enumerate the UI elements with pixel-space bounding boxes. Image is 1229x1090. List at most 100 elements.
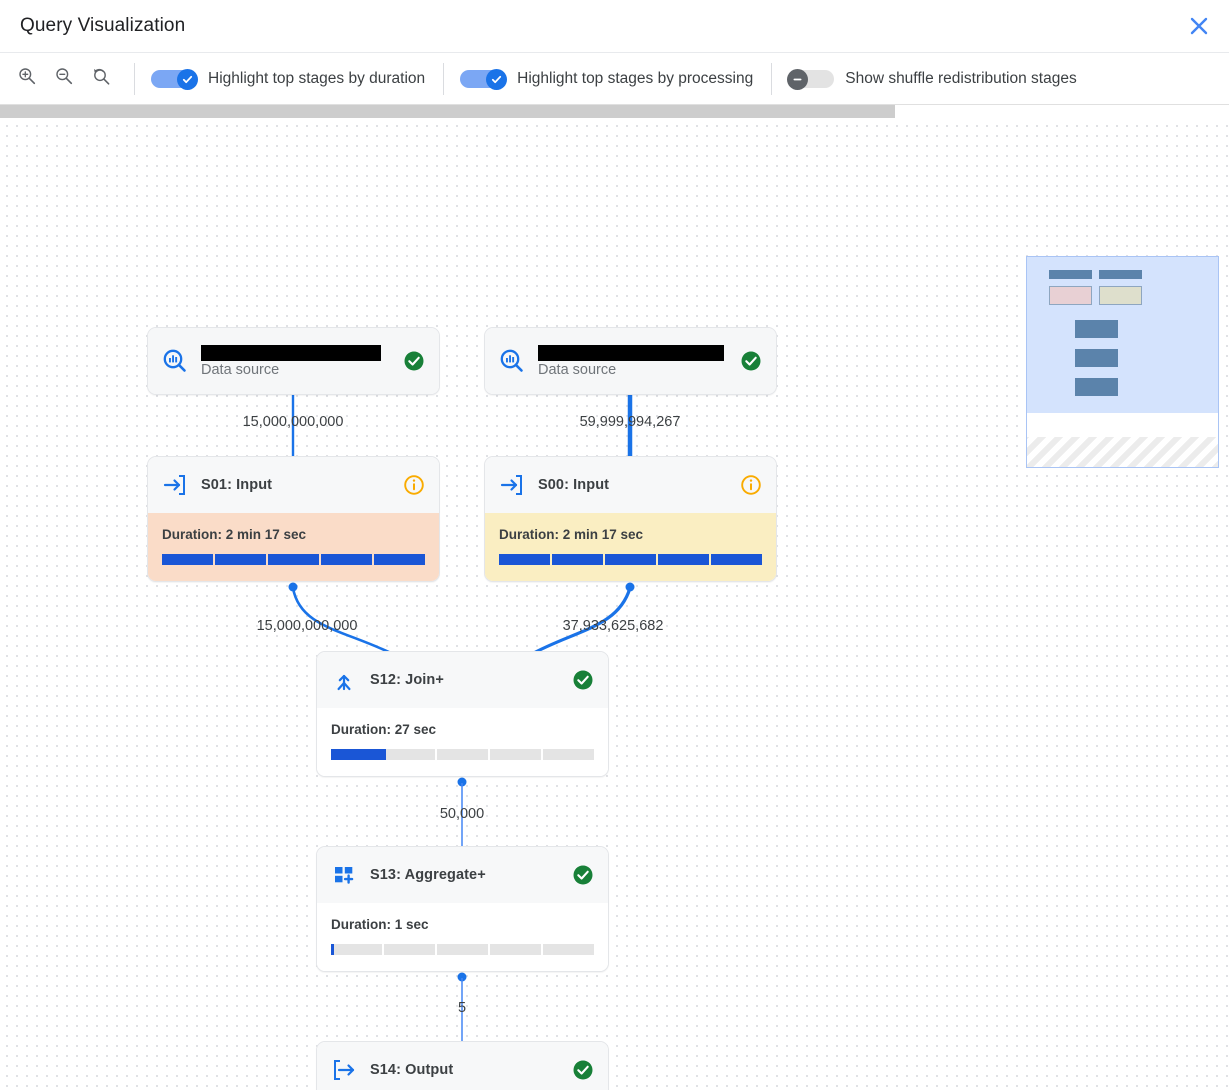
progress-segment <box>711 554 762 565</box>
node-data-source-left[interactable]: Data source <box>147 327 440 395</box>
zoom-out-button[interactable] <box>49 64 79 94</box>
progress-segment <box>162 554 213 565</box>
edge-label: 15,000,000,000 <box>256 618 358 634</box>
query-source-icon <box>499 348 525 374</box>
progress-segment <box>543 749 594 760</box>
progress-segment <box>543 944 594 955</box>
progress-segment <box>499 554 550 565</box>
status-badge-success <box>403 350 425 372</box>
node-title: S12: Join+ <box>370 672 444 688</box>
progress-segment <box>384 944 435 955</box>
edge-label: 50,000 <box>439 806 485 822</box>
status-badge-success <box>572 1059 594 1081</box>
edge-endpoint-dot <box>288 582 298 592</box>
node-stage-s12[interactable]: S12: Join+ Duration: 27 sec <box>316 651 609 777</box>
zoom-reset-icon <box>91 66 111 91</box>
toggle-highlight-processing[interactable]: Highlight top stages by processing <box>460 68 753 90</box>
minimap-offscreen-area <box>1027 437 1218 467</box>
status-badge-success <box>740 350 762 372</box>
minus-icon <box>793 78 802 80</box>
toggle-show-shuffle-switch[interactable] <box>787 68 835 90</box>
visualization-toolbar: Highlight top stages by duration Highlig… <box>0 52 1229 105</box>
progress-segment <box>490 749 541 760</box>
minimap-node-highlight-peach <box>1049 286 1092 305</box>
node-title: S01: Input <box>201 477 273 493</box>
node-header: S14: Output <box>317 1042 608 1090</box>
node-header: S01: Input <box>148 457 439 513</box>
zoom-in-icon <box>17 66 37 91</box>
toggle-highlight-duration-switch[interactable] <box>151 68 198 90</box>
node-stage-s01[interactable]: S01: Input Duration: 2 min 17 sec <box>147 456 440 582</box>
node-title: S14: Output <box>370 1062 454 1078</box>
node-data-source-right[interactable]: Data source <box>484 327 777 395</box>
toolbar-divider-2 <box>443 62 445 95</box>
progress-segment <box>490 944 541 955</box>
progress-segment <box>215 554 266 565</box>
query-source-icon <box>162 348 188 374</box>
progress-segment <box>437 944 488 955</box>
progress-fill <box>331 944 334 955</box>
node-subtitle: Data source <box>201 361 280 378</box>
node-title: S00: Input <box>538 477 610 493</box>
zoom-in-button[interactable] <box>12 64 42 94</box>
output-arrow-icon <box>331 1057 357 1083</box>
minimap-node <box>1075 378 1118 396</box>
redacted-table-name <box>201 344 381 361</box>
progress-segment <box>268 554 319 565</box>
minimap-node <box>1075 320 1118 338</box>
edge-s01-s12 <box>291 587 396 657</box>
edge-endpoint-dot <box>457 777 467 787</box>
node-stage-s13[interactable]: S13: Aggregate+ Duration: 1 sec <box>316 846 609 972</box>
progress-segment <box>321 554 372 565</box>
node-title: S13: Aggregate+ <box>370 867 486 883</box>
status-badge-success <box>572 864 594 886</box>
horizontal-scrollbar[interactable] <box>0 105 1229 118</box>
minimap-node <box>1049 270 1092 279</box>
graph-canvas[interactable]: 15,000,000,000 59,999,994,267 15,000,000… <box>0 118 1229 1090</box>
duration-label: Duration: 27 sec <box>331 722 437 737</box>
duration-label: Duration: 1 sec <box>331 917 429 932</box>
graph-minimap[interactable] <box>1026 256 1219 468</box>
progress-segment <box>437 749 488 760</box>
node-body: Duration: 27 sec <box>317 708 608 776</box>
edge-label: 5 <box>457 1000 467 1016</box>
minimap-node <box>1075 349 1118 367</box>
node-body: Duration: 1 sec <box>317 903 608 971</box>
node-header: S00: Input <box>485 457 776 513</box>
toolbar-divider-1 <box>134 62 135 95</box>
node-text: Data source <box>538 344 727 378</box>
status-badge-info[interactable] <box>740 474 762 496</box>
progress-segment <box>374 554 425 565</box>
progress-bar <box>331 749 594 760</box>
check-icon <box>492 75 502 83</box>
close-button[interactable] <box>1183 10 1215 42</box>
toggle-show-shuffle[interactable]: Show shuffle redistribution stages <box>787 68 1077 90</box>
minimap-node <box>1099 270 1142 279</box>
node-header: Data source <box>148 328 439 394</box>
edge-label: 37,933,625,682 <box>562 618 664 634</box>
scrollbar-thumb[interactable] <box>0 105 895 118</box>
dialog-header: Query Visualization <box>0 0 1229 52</box>
node-header: S13: Aggregate+ <box>317 847 608 903</box>
toolbar-divider-3 <box>771 62 773 95</box>
node-stage-s14[interactable]: S14: Output Duration: 0.46 sec <box>316 1041 609 1090</box>
zoom-out-icon <box>54 66 74 91</box>
progress-bar <box>162 554 425 565</box>
node-header: Data source <box>485 328 776 394</box>
minimap-viewport[interactable] <box>1027 257 1218 413</box>
progress-segment <box>552 554 603 565</box>
status-badge-info[interactable] <box>403 474 425 496</box>
toggle-highlight-processing-switch[interactable] <box>460 68 508 90</box>
duration-label: Duration: 2 min 17 sec <box>162 527 307 542</box>
page-title: Query Visualization <box>20 15 186 36</box>
toggle-highlight-duration[interactable]: Highlight top stages by duration <box>151 68 425 90</box>
node-stage-s00[interactable]: S00: Input Duration: 2 min 17 sec <box>484 456 777 582</box>
progress-segment <box>331 944 382 955</box>
merge-join-icon <box>331 667 357 693</box>
zoom-reset-button[interactable] <box>86 64 116 94</box>
close-icon <box>1188 15 1210 37</box>
edge-endpoint-dot <box>625 582 635 592</box>
toggle-show-shuffle-label: Show shuffle redistribution stages <box>845 69 1077 87</box>
progress-bar <box>331 944 594 955</box>
node-body: Duration: 2 min 17 sec <box>485 513 776 581</box>
